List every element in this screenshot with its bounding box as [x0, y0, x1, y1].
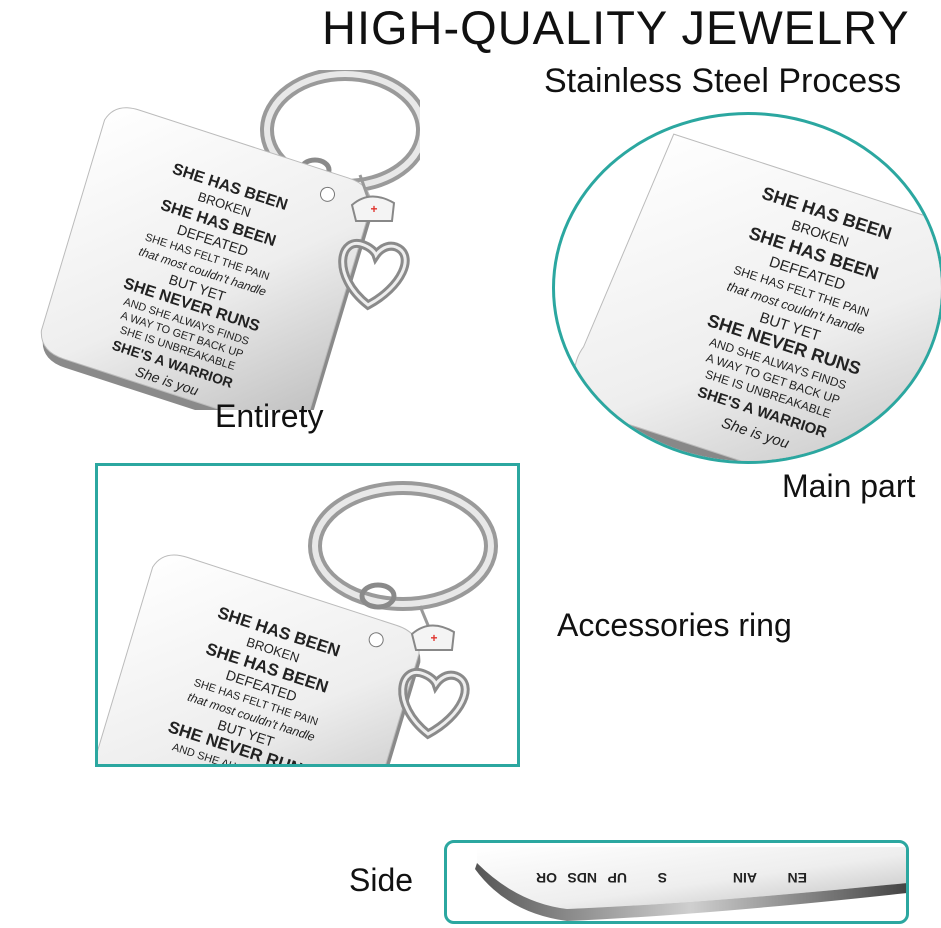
nurse-cap-heart-charm-icon: + — [338, 174, 410, 311]
svg-text:S: S — [658, 870, 667, 886]
label-accessories-ring: Accessories ring — [557, 607, 792, 643]
svg-text:NDS: NDS — [567, 870, 597, 886]
side-illustration: EN AIN S UP NDS OR — [475, 847, 906, 921]
label-entirety: Entirety — [215, 398, 324, 434]
svg-text:AIN: AIN — [733, 870, 757, 886]
accessories-ring-illustration: SHE HAS BEEN BROKEN SHE HAS BEEN DEFEATE… — [98, 481, 498, 764]
keychain-illustration: SHE HAS BEEN BROKEN SHE HAS BEEN DEFEATE… — [40, 67, 430, 439]
svg-text:EN: EN — [788, 870, 807, 886]
subheadline: Stainless Steel Process — [544, 62, 902, 100]
main-part-zoom: SHE HAS BEEN BROKEN SHE HAS BEEN DEFEATE… — [552, 112, 941, 464]
main-part-illustration: SHE HAS BEEN BROKEN SHE HAS BEEN DEFEATE… — [573, 133, 941, 461]
svg-text:+: + — [370, 202, 377, 216]
svg-text:+: + — [430, 631, 437, 645]
side-zoom: EN AIN S UP NDS OR — [444, 840, 909, 924]
headline: HIGH-QUALITY JEWELRY — [322, 1, 910, 54]
accessories-ring-zoom: SHE HAS BEEN BROKEN SHE HAS BEEN DEFEATE… — [95, 463, 520, 767]
keychain-entirety: SHE HAS BEEN BROKEN SHE HAS BEEN DEFEATE… — [0, 67, 430, 439]
svg-text:UP: UP — [608, 870, 627, 886]
label-side: Side — [349, 862, 414, 898]
label-main-part: Main part — [782, 468, 916, 504]
svg-text:OR: OR — [536, 870, 557, 886]
dog-tag-icon: SHE HAS BEEN BROKEN SHE HAS BEEN DEFEATE… — [40, 107, 373, 439]
